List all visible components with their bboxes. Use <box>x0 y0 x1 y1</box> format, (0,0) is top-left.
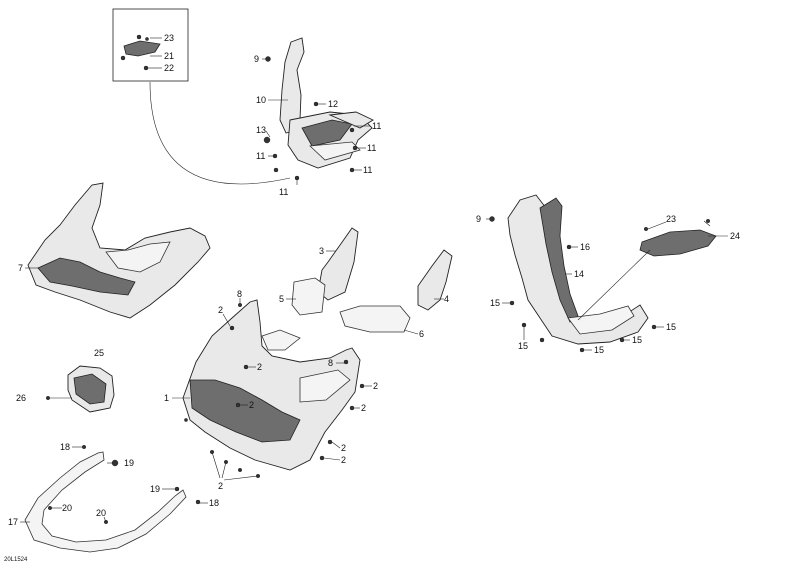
upper-assembly <box>262 37 374 185</box>
callout-23-inset: 23 <box>164 33 174 43</box>
callout-labels: 23 21 22 9 10 12 13 11 11 11 11 11 7 3 5… <box>8 33 740 527</box>
part-7-outer-shell <box>25 182 211 319</box>
callout-11-a: 11 <box>372 121 381 131</box>
callout-2-f: 2 <box>341 443 346 453</box>
callout-10: 10 <box>256 95 266 105</box>
callout-5: 5 <box>279 294 284 304</box>
callout-3: 3 <box>319 246 324 256</box>
callout-1: 1 <box>164 393 169 403</box>
part-1-front-nose <box>172 298 372 481</box>
callout-16: 16 <box>580 242 590 252</box>
callout-2-h: 2 <box>218 481 223 491</box>
callout-20-b: 20 <box>96 508 106 518</box>
panels-3-6 <box>286 227 453 335</box>
part-25-bracket <box>46 365 115 413</box>
callout-24: 24 <box>730 231 740 241</box>
part-17-bumper <box>20 445 208 553</box>
callout-20-a: 20 <box>62 503 72 513</box>
callout-23-right: 23 <box>666 214 676 224</box>
callout-2-d: 2 <box>373 381 378 391</box>
callout-22: 22 <box>164 63 174 73</box>
callout-12: 12 <box>328 99 338 109</box>
callout-14: 14 <box>574 269 584 279</box>
callout-18-b: 18 <box>209 498 219 508</box>
callout-9-right: 9 <box>476 214 481 224</box>
callout-25: 25 <box>94 348 104 358</box>
callout-2-b: 2 <box>257 362 262 372</box>
callout-15-e: 15 <box>594 345 604 355</box>
callout-13: 13 <box>256 125 266 135</box>
callout-9-upper: 9 <box>254 54 259 64</box>
inset-leader-curve <box>149 81 291 185</box>
callout-15-b: 15 <box>666 322 676 332</box>
callout-19-a: 19 <box>124 458 134 468</box>
callout-11-b: 11 <box>367 143 376 153</box>
callout-15-a: 15 <box>490 298 500 308</box>
right-frame-assembly <box>486 194 728 353</box>
callout-2-a: 2 <box>218 305 223 315</box>
callout-15-c: 15 <box>632 335 642 345</box>
part-4 <box>417 249 453 311</box>
callout-8-left: 8 <box>237 289 242 299</box>
callout-2-g: 2 <box>341 455 346 465</box>
callout-2-c: 2 <box>249 400 254 410</box>
callout-26: 26 <box>16 393 26 403</box>
callout-11-e: 11 <box>279 187 288 197</box>
part-3 <box>317 227 359 301</box>
callout-11-d: 11 <box>363 165 372 175</box>
part-5 <box>291 277 326 316</box>
inset-box-fasteners <box>112 8 189 82</box>
callout-8-right: 8 <box>328 358 333 368</box>
callout-2-e: 2 <box>361 403 366 413</box>
callout-4: 4 <box>444 294 449 304</box>
callout-6: 6 <box>419 329 424 339</box>
callout-21: 21 <box>164 51 174 61</box>
part-6 <box>339 305 411 333</box>
callout-11-c: 11 <box>256 151 265 161</box>
callout-18-a: 18 <box>60 442 70 452</box>
callout-17: 17 <box>8 517 18 527</box>
callout-7: 7 <box>18 263 23 273</box>
drawing-code: 20L1524 <box>4 557 28 563</box>
callout-19-b: 19 <box>150 484 160 494</box>
callout-15-d: 15 <box>518 341 528 351</box>
